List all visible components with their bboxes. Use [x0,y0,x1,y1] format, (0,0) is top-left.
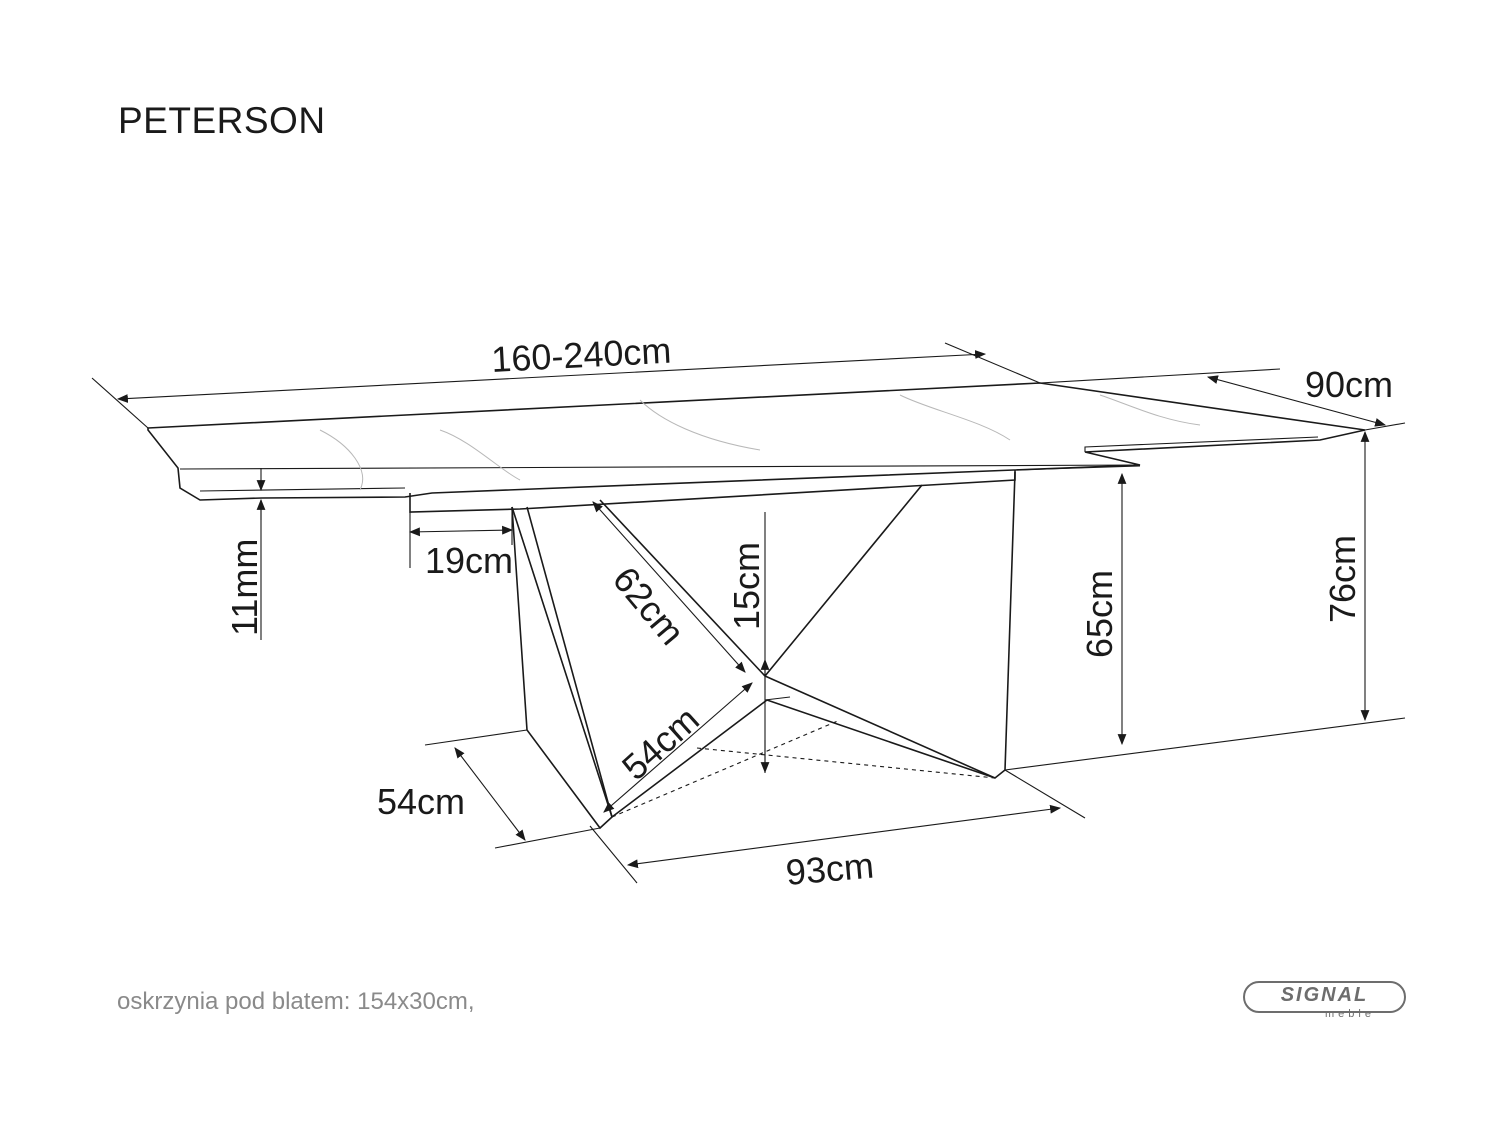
dimension-length-label: 160-240cm [490,330,672,380]
dimension-base-length-label: 93cm [784,844,875,893]
dimension-overhang-label: 19cm [425,540,513,581]
product-title: PETERSON [118,100,326,141]
dimension-overhang: 19cm [408,510,514,581]
dimension-total-height-label: 76cm [1322,535,1363,623]
logo-brand: SIGNAL [1280,984,1369,1006]
dimension-total-height: 76cm [1322,430,1370,722]
dimension-frame-height: 15cm [726,512,770,774]
signal-logo: SIGNAL meble [1243,981,1406,1021]
table-base [511,471,1016,830]
dimension-leg-upper-label: 62cm [605,559,693,653]
dimension-leg-lower-label: 54cm [614,699,707,788]
dimension-leg-lower: 54cm [603,682,753,813]
dimension-depth: 90cm [1039,364,1406,431]
dimension-top-thickness: 11mm [224,468,266,640]
logo-sub: meble [1325,1008,1375,1020]
dimension-depth-label: 90cm [1305,364,1393,405]
dimension-length: 160-240cm [91,330,1041,429]
dimension-leg-upper: 62cm [592,501,746,673]
logo-ring [1243,981,1406,1013]
frame-note: oskrzynia pod blatem: 154x30cm, [117,988,475,1015]
dimension-foot-depth-label: 54cm [377,781,465,822]
dimension-leg-height-label: 65cm [1079,570,1120,658]
table-top [147,382,1366,501]
dimension-leg-height: 65cm [1004,465,1406,771]
dimension-base-length: 93cm [589,769,1086,893]
dimension-foot-depth: 54cm [377,729,601,849]
dimension-top-thickness-label: 11mm [224,539,265,636]
dimension-frame-height-label: 15cm [726,542,767,630]
